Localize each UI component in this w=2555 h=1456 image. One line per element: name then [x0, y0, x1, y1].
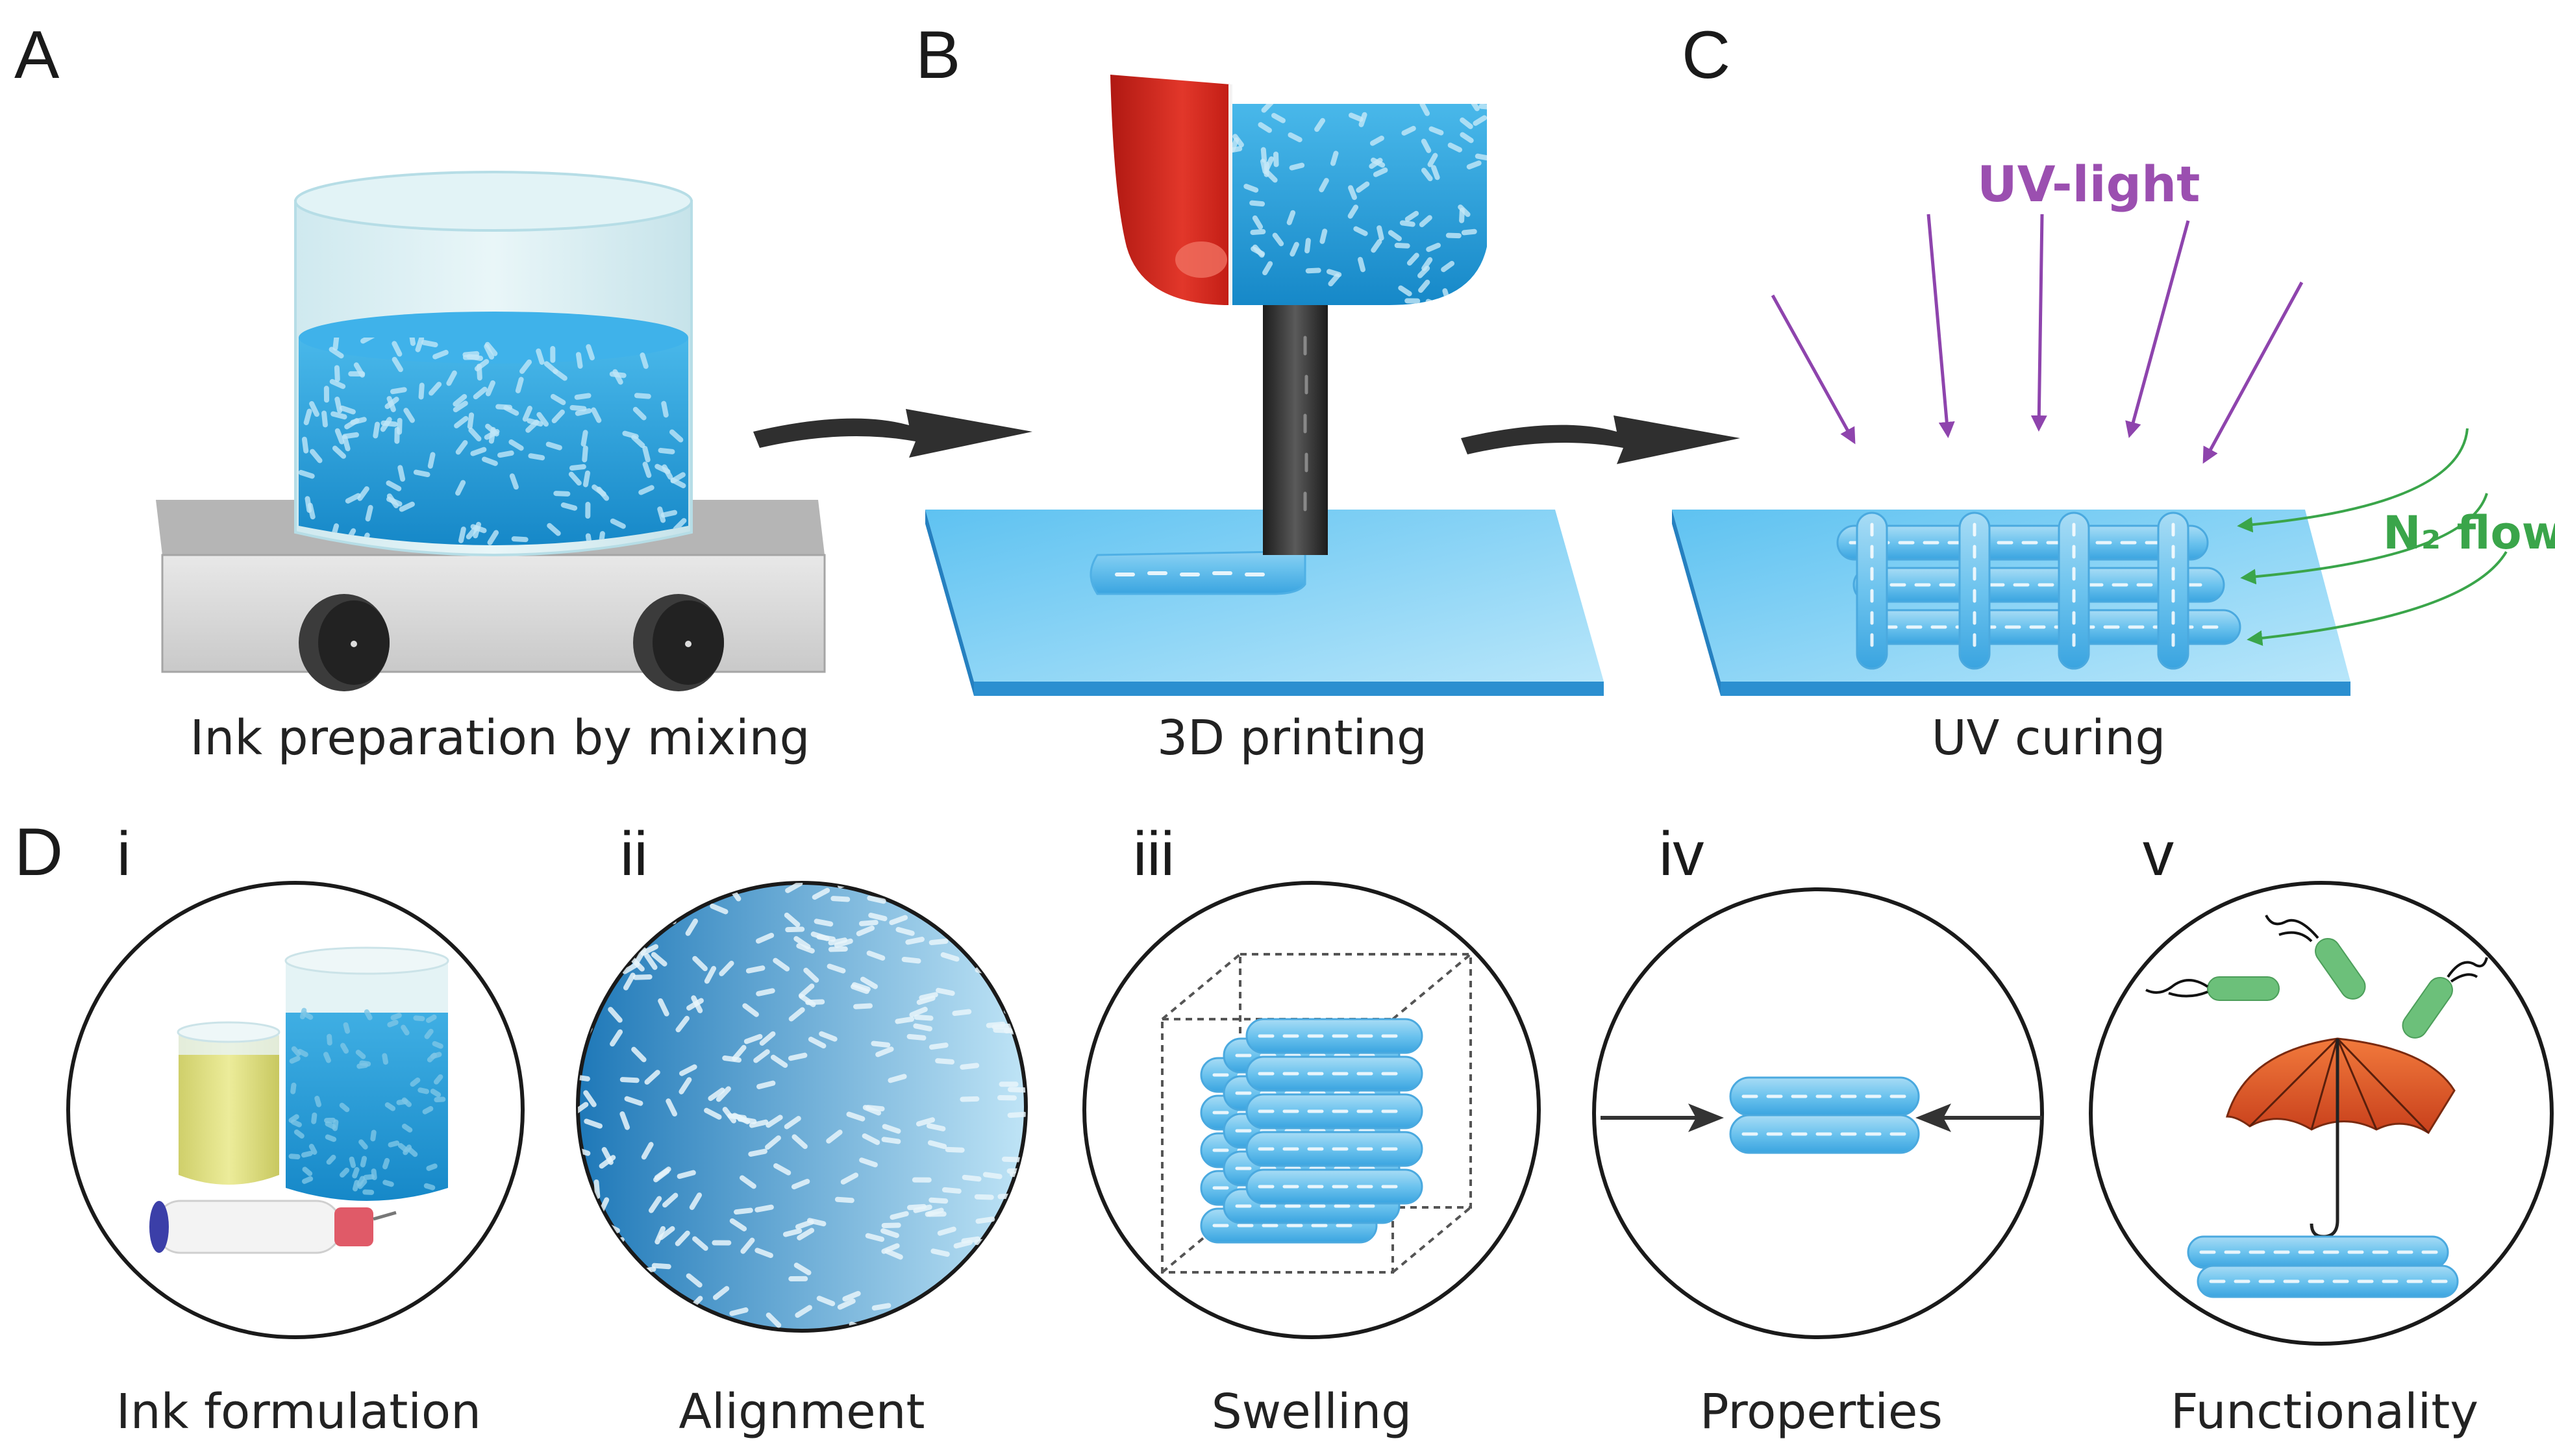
compression-arrows [1601, 1104, 2042, 1132]
uv-light-label: UV-light [1977, 155, 2200, 213]
caption-ink-formulation: Ink formulation [116, 1384, 481, 1440]
stage-iii: iii [1082, 819, 1541, 1339]
print-substrate [925, 510, 1604, 696]
stage-iv: iv [1592, 819, 2044, 1339]
caption-3d-printing: 3D printing [1157, 710, 1427, 766]
beaker-fibers [288, 1007, 446, 1195]
umbrella-icon [2225, 1037, 2456, 1239]
stage-numeral-i: i [117, 819, 131, 889]
panel-letter-d: D [14, 815, 63, 890]
uv-rays [1771, 214, 2304, 464]
bacteria-icon [2265, 915, 2366, 1000]
panel-a: A Ink preparation by mixing [14, 18, 826, 766]
bacteria-icon [2402, 957, 2488, 1039]
stage-numeral-iii: iii [1133, 819, 1175, 889]
caption-properties: Properties [1700, 1384, 1943, 1440]
stirrer-plate [156, 500, 826, 691]
bacteria-icon [2145, 976, 2280, 1001]
yellow-beaker [179, 1035, 279, 1185]
dispersed-fibers [299, 338, 687, 545]
process-arrow-ab [753, 409, 1032, 458]
process-arrow-bc [1461, 415, 1740, 464]
caption-alignment: Alignment [679, 1384, 925, 1440]
printed-lattice [1836, 512, 2241, 670]
panel-c: C UV-light N₂ flow UV curing [1672, 18, 2555, 766]
caption-functionality: Functionality [2171, 1384, 2478, 1440]
stage-numeral-ii: ii [620, 819, 648, 889]
stage-numeral-iv: iv [1659, 819, 1704, 889]
stage-numeral-v: v [2143, 819, 2174, 889]
caption-ink-preparation: Ink preparation by mixing [190, 710, 810, 766]
panel-d: D i Ink formulation ii [14, 815, 2554, 1440]
panel-letter-c: C [1682, 18, 1730, 93]
caption-swelling: Swelling [1212, 1384, 1412, 1440]
tested-filaments [1729, 1076, 1920, 1154]
ink-cartridge [149, 1200, 397, 1254]
mixing-beaker [294, 171, 693, 556]
swollen-scaffold [1200, 1018, 1423, 1244]
panel-letter-b: B [916, 18, 960, 93]
panel-b: B [916, 18, 1604, 766]
stage-i: i [66, 819, 525, 1339]
blue-beaker [286, 967, 448, 1201]
caption-uv-curing: UV curing [1932, 710, 2166, 766]
n2-flow-label: N₂ flow [2383, 506, 2555, 560]
n2-flow-arrows [2237, 428, 2508, 646]
protective-scaffold [2187, 1235, 2459, 1298]
stage-v: v [2089, 819, 2554, 1346]
print-nozzle [1263, 299, 1328, 555]
printed-filament [1090, 538, 1306, 595]
syringe-barrel [1110, 75, 1487, 305]
stage-ii: ii [576, 819, 1028, 1333]
panel-letter-a: A [14, 18, 60, 93]
syringe-fibers [1230, 104, 1487, 305]
